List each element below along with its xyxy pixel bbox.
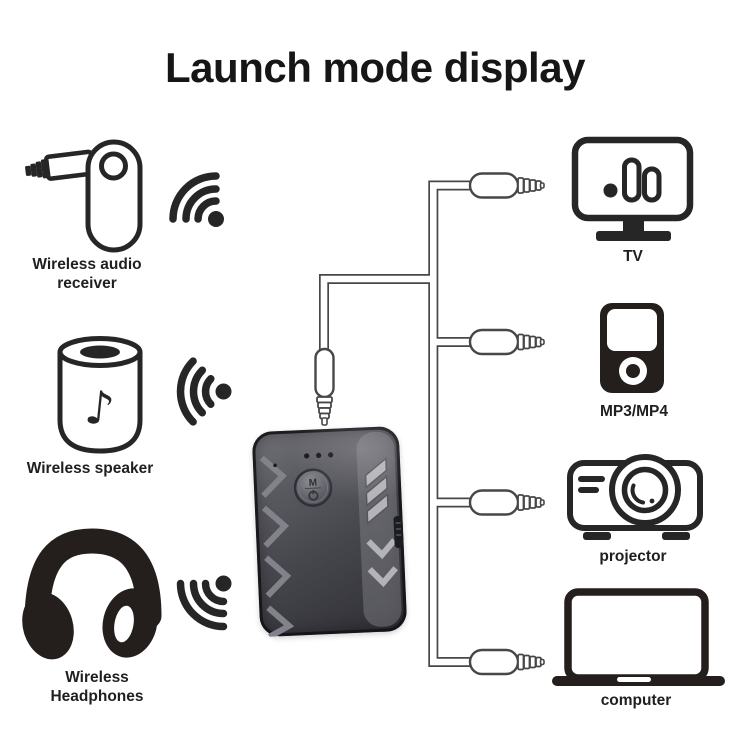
projector-label: projector <box>599 548 667 565</box>
wireless-headphones-label: Wireless Headphones <box>50 669 144 705</box>
wireless-signal-icon <box>176 575 232 631</box>
computer-label: computer <box>600 692 672 709</box>
aux-splitter-cable <box>319 180 472 667</box>
aux-plug-computer <box>468 648 545 676</box>
aux-plug-mp3 <box>468 328 545 356</box>
power-icon <box>308 490 319 501</box>
aux-plug-tv <box>468 172 545 199</box>
aux-plug-hub <box>314 347 335 426</box>
mode-button-label: M <box>308 478 317 489</box>
wireless-signal-icon <box>176 357 232 426</box>
aux-plug-projector <box>468 489 545 516</box>
music-note-icon: ♪ <box>82 380 117 437</box>
wireless-signal-icon <box>169 172 224 227</box>
page-title: Launch mode display <box>165 44 585 91</box>
wireless-speaker-label: Wireless speaker <box>26 460 154 477</box>
wireless-audio-receiver-label: Wireless audio receiver <box>32 256 142 292</box>
projector-icon <box>567 454 703 540</box>
device-armor-left <box>259 455 295 638</box>
multifunction-button: M <box>293 468 333 507</box>
mp3-label: MP3/MP4 <box>599 403 669 420</box>
tv-label: TV <box>623 248 643 265</box>
bluetooth-transmitter-device: M <box>251 425 408 638</box>
mp3-player-icon <box>600 303 664 393</box>
speaker-icon: ♪ <box>57 336 143 454</box>
headphones-icon <box>22 528 162 660</box>
tv-icon <box>571 136 694 241</box>
device-armor-right <box>356 431 402 627</box>
led-indicators <box>273 452 334 468</box>
laptop-icon <box>552 588 725 686</box>
device-side-button <box>393 515 404 549</box>
audio-receiver-icon <box>25 139 143 253</box>
